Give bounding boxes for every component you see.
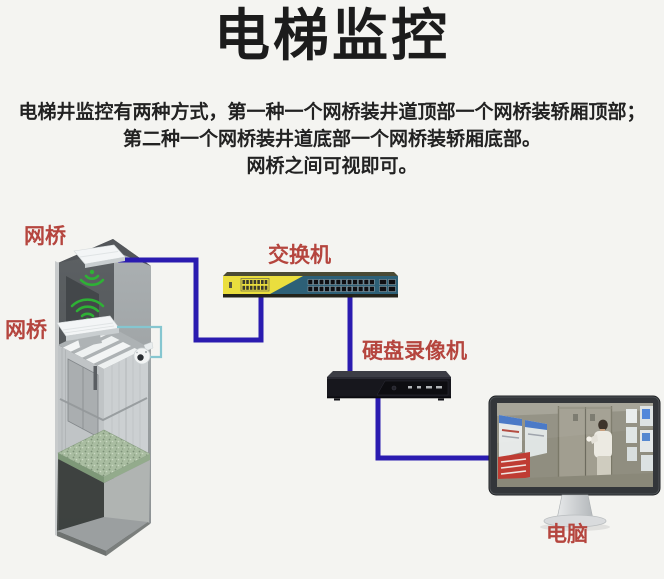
car-floor [57,429,151,483]
dvr-device [327,371,451,401]
camera-link-line [117,325,163,359]
monitor-stand-base [543,514,607,528]
description-paragraph: 电梯井监控有两种方式，第一种一个网桥装井道顶部一个网桥装轿厢顶部； 第二种一个网… [0,99,664,180]
description-line-1: 电梯井监控有两种方式，第一种一个网桥装井道顶部一个网桥装轿厢顶部； [18,102,646,123]
dome-camera-icon [133,341,154,365]
car-control-panel [93,366,97,390]
cctv-left-posters [498,415,547,484]
label-switch: 交换机 [268,244,331,267]
dvr-front-panel [376,380,449,396]
label-bridge-top: 网桥 [24,225,66,248]
elevator-shaft-illustration [55,239,151,556]
cctv-right-posters [626,406,653,471]
elevator-car [57,323,151,483]
page-title: 电梯监控 [214,4,450,67]
description-line-3: 网桥之间可视即可。 [246,156,418,177]
shaft-pit [57,459,150,556]
elevator-cctv-view [497,403,653,487]
label-computer: 电脑 [546,523,588,546]
dvr-panel-glyphs [408,386,442,389]
car-handrail [59,397,148,422]
label-dvr: 硬盘录像机 [362,340,467,363]
cable-bridge-to-switch [118,257,264,343]
cctv-person [586,419,612,478]
bridge-device-top [73,244,126,268]
network-switch-device [223,272,398,298]
switch-label-grid [229,278,270,292]
wifi-signal-down-icon [79,269,105,287]
switch-ports [307,279,396,292]
network-cables [118,257,490,461]
cable-dvr-to-monitor [375,397,490,461]
description-line-2: 第二种一个网桥装井道底部一个网桥装轿厢底部。 [122,129,541,150]
computer-monitor [488,395,661,531]
bridge-device-car [56,315,120,347]
label-bridge-car: 网桥 [5,319,47,342]
